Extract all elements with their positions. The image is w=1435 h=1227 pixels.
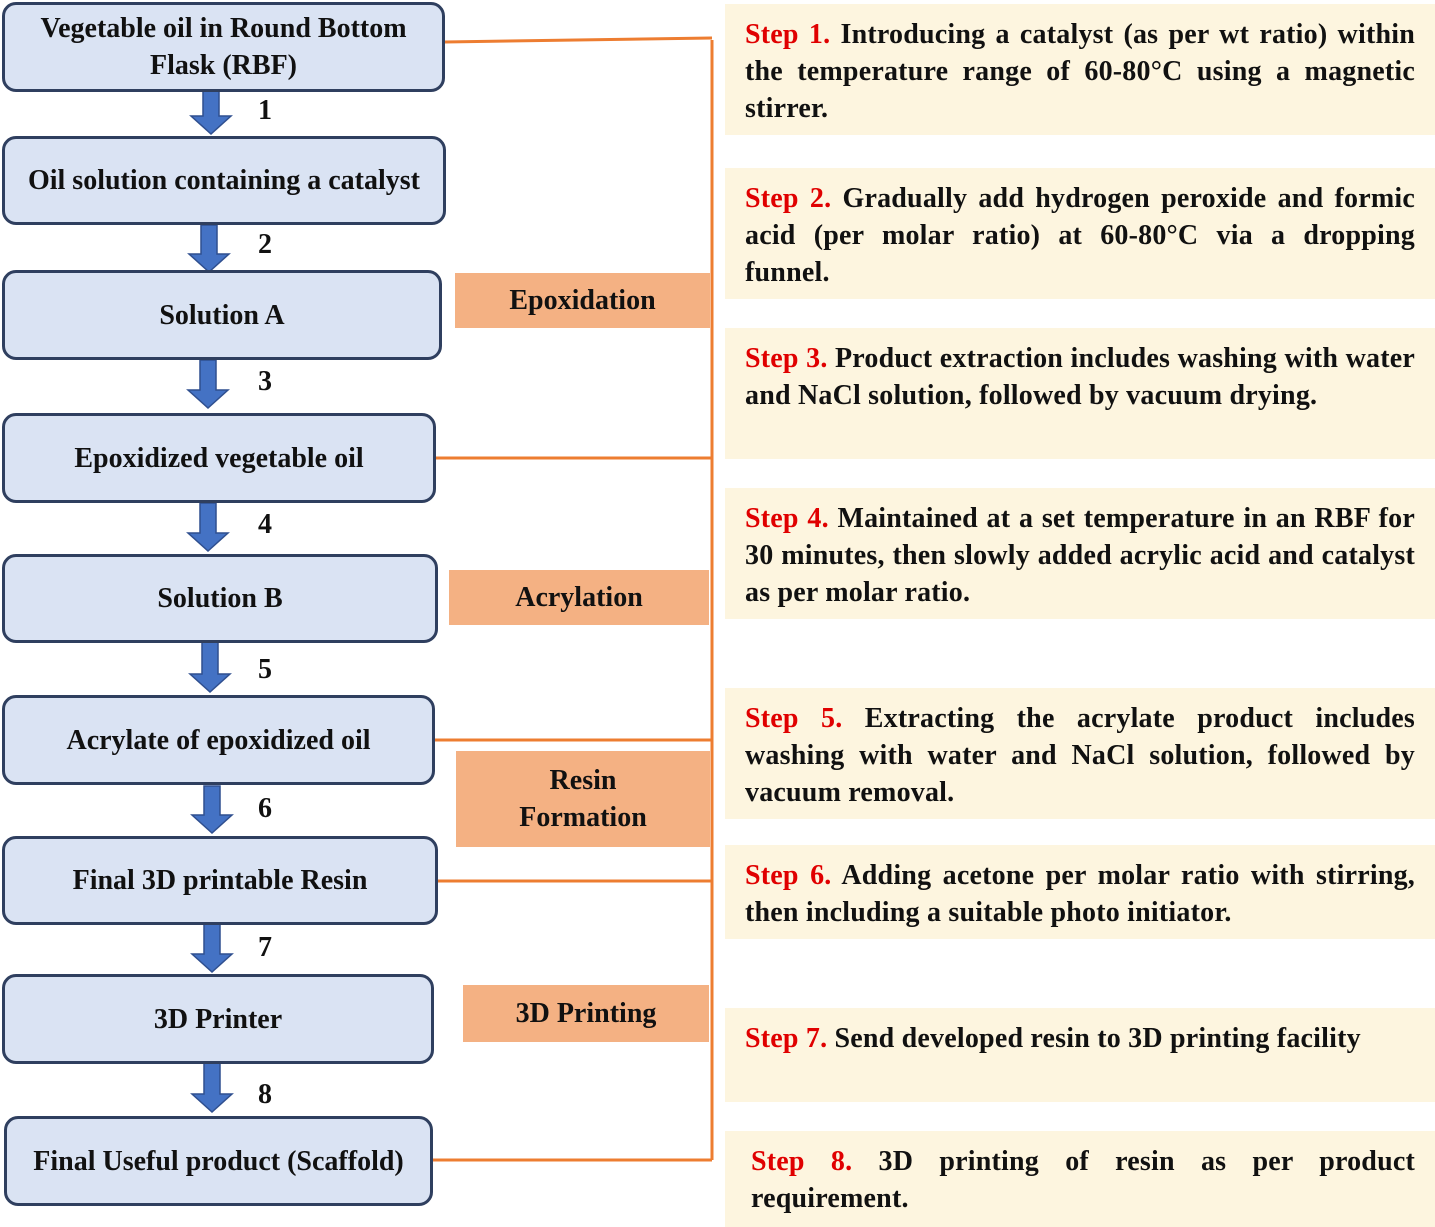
- down-arrow-icon: [186, 502, 230, 553]
- arrow-number: 4: [258, 509, 272, 540]
- step-text: Product extraction includes washing with…: [745, 343, 1415, 411]
- step-label: Step 3.: [745, 343, 828, 374]
- step-text: Send developed resin to 3D printing faci…: [834, 1023, 1361, 1054]
- flow-box-final-product: Final Useful product (Scaffold): [4, 1116, 433, 1206]
- arrow-number: 7: [258, 932, 272, 963]
- phase-acrylation: Acrylation: [449, 570, 709, 625]
- arrow-number: 2: [258, 229, 272, 260]
- flow-box-final-resin: Final 3D printable Resin: [2, 836, 438, 925]
- step-label: Step 4.: [745, 503, 829, 534]
- step-5: Step 5. Extracting the acrylate product …: [725, 688, 1435, 819]
- step-label: Step 7.: [745, 1023, 828, 1054]
- step-text: Adding acetone per molar ratio with stir…: [745, 860, 1416, 928]
- step-1: Step 1. Introducing a catalyst (as per w…: [725, 4, 1435, 135]
- phase-epoxidation: Epoxidation: [455, 273, 710, 328]
- step-label: Step 8.: [751, 1146, 853, 1177]
- step-label: Step 5.: [745, 703, 843, 734]
- arrow-number: 5: [258, 654, 272, 685]
- phase-3d-printing: 3D Printing: [463, 985, 709, 1042]
- arrow-number: 6: [258, 793, 272, 824]
- step-7: Step 7. Send developed resin to 3D print…: [725, 1008, 1435, 1102]
- down-arrow-icon: [190, 1062, 234, 1114]
- flow-box-vegetable-oil: Vegetable oil in Round Bottom Flask (RBF…: [2, 2, 445, 92]
- step-label: Step 6.: [745, 860, 832, 891]
- flow-box-oil-catalyst: Oil solution containing a catalyst: [2, 136, 446, 225]
- step-8: Step 8. 3D printing of resin as per prod…: [725, 1131, 1435, 1227]
- step-6: Step 6. Adding acetone per molar ratio w…: [725, 845, 1435, 939]
- step-2: Step 2. Gradually add hydrogen peroxide …: [725, 168, 1435, 299]
- down-arrow-icon: [188, 641, 232, 694]
- step-text: 3D printing of resin as per product requ…: [751, 1146, 1415, 1214]
- arrow-number: 8: [258, 1079, 272, 1110]
- step-text: Maintained at a set temperature in an RB…: [745, 503, 1415, 608]
- flow-box-3d-printer: 3D Printer: [2, 974, 434, 1064]
- down-arrow-icon: [187, 224, 231, 274]
- arrow-number: 3: [258, 366, 272, 397]
- step-4: Step 4. Maintained at a set temperature …: [725, 488, 1435, 619]
- down-arrow-icon: [190, 785, 234, 835]
- down-arrow-icon: [190, 923, 234, 974]
- step-label: Step 1.: [745, 19, 831, 50]
- phase-resin-formation: Resin Formation: [456, 751, 710, 847]
- connector-1: [444, 36, 713, 44]
- flow-box-epoxidized-oil: Epoxidized vegetable oil: [2, 413, 436, 503]
- flow-box-solution-b: Solution B: [2, 554, 438, 643]
- flow-box-acrylate: Acrylate of epoxidized oil: [2, 695, 435, 785]
- down-arrow-icon: [186, 359, 230, 410]
- step-text: Gradually add hydrogen peroxide and form…: [745, 183, 1416, 288]
- step-text: Introducing a catalyst (as per wt ratio)…: [745, 19, 1416, 124]
- arrow-number: 1: [258, 95, 272, 126]
- down-arrow-icon: [189, 89, 233, 136]
- step-text: Extracting the acrylate product includes…: [745, 703, 1415, 808]
- flow-box-solution-a: Solution A: [2, 270, 442, 360]
- step-label: Step 2.: [745, 183, 832, 214]
- step-3: Step 3. Product extraction includes wash…: [725, 328, 1435, 459]
